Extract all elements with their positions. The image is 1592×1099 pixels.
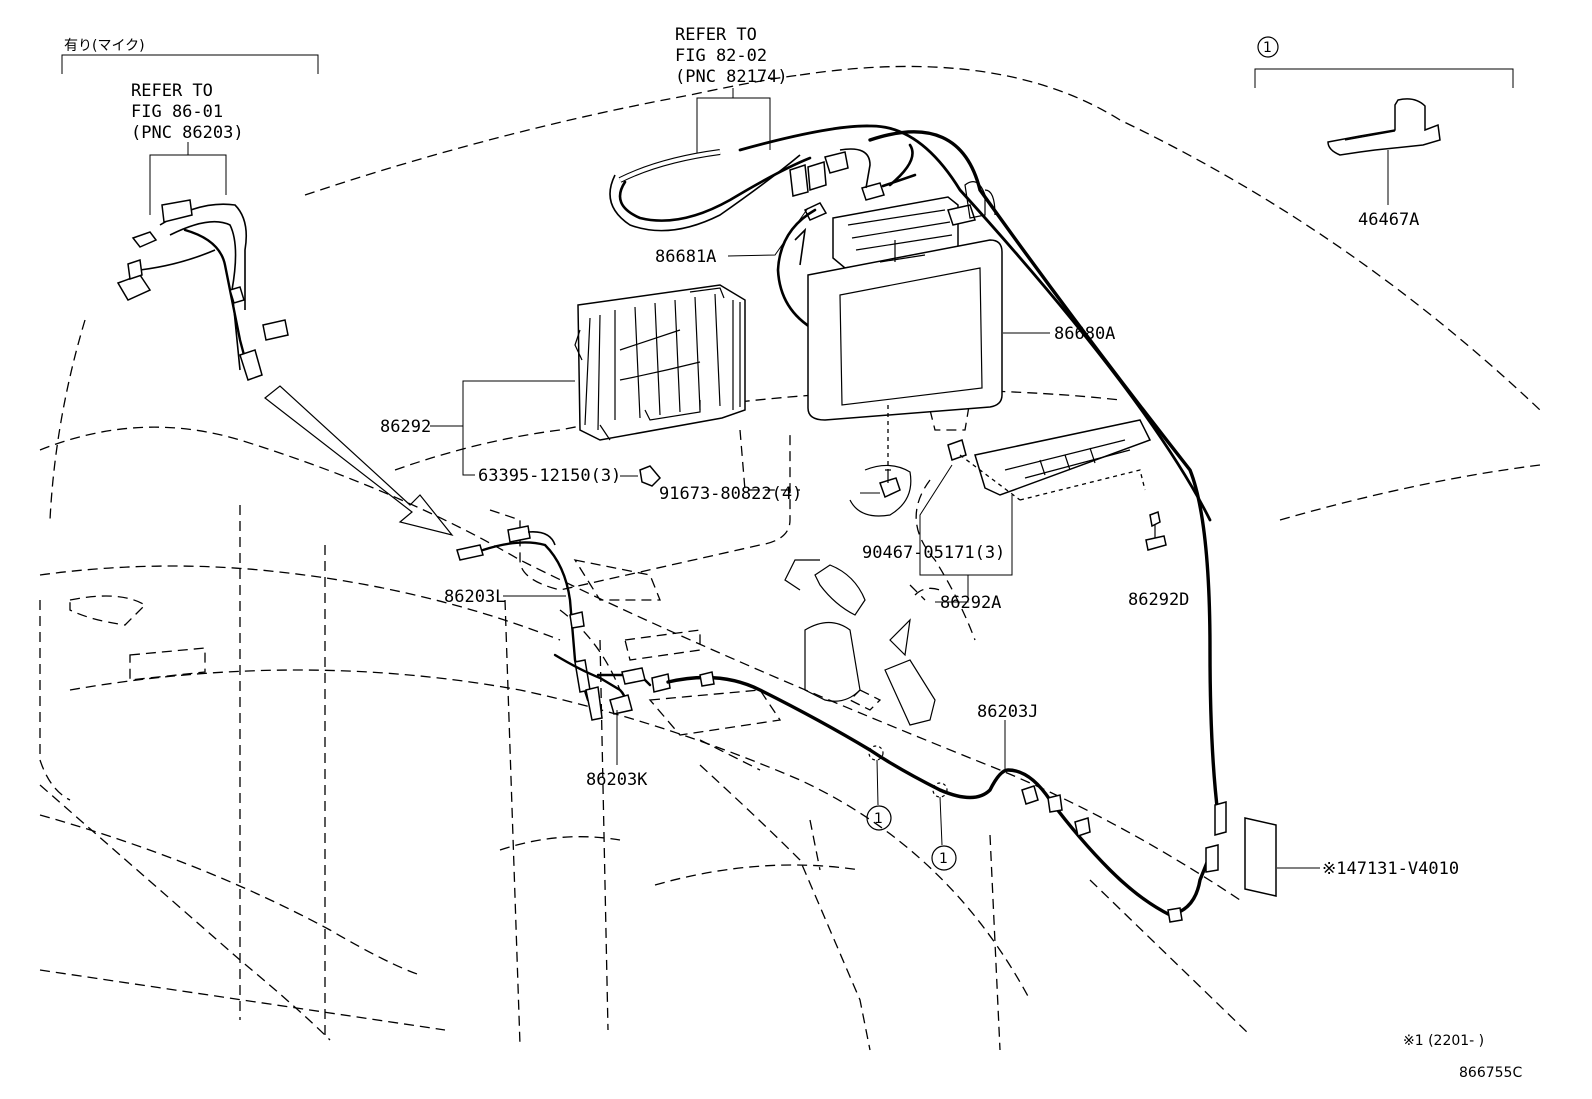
part-86203K-label: 86203K: [586, 770, 648, 790]
part-86292A-label: 86292A: [940, 593, 1001, 613]
callout-1-left: 1: [866, 759, 892, 831]
ref-fig-82-02-line2: FIG 82-02: [675, 46, 767, 66]
ref-fig-86-01-line2: FIG 86-01: [131, 102, 223, 122]
label-sticker: [1244, 817, 1277, 897]
callout-1-right: 1: [931, 796, 957, 871]
clip-63395: [639, 465, 662, 487]
note-1-marker: 1: [1263, 40, 1272, 56]
main-cable-top: [738, 124, 1212, 522]
mic-group: 有り(マイク) REFER TO FIG 86-01 (PNC 86203): [61, 38, 319, 381]
note-1-group: 1: [1254, 36, 1514, 205]
cable-86203L: [456, 525, 591, 702]
footnote-text: ※1 (2201- ): [1403, 1033, 1484, 1049]
part-91673-label: 91673-80822(4): [659, 484, 802, 504]
part-86292-label: 86292: [380, 417, 431, 437]
ref-fig-82-02-line3: (PNC 82174): [675, 67, 788, 87]
callout-1-right-text: 1: [939, 851, 948, 867]
bracket-86292: [574, 284, 746, 441]
vehicle-outline: [39, 65, 1541, 1051]
garnish-86292A: [947, 419, 1152, 501]
ref-82-02-group: REFER TO FIG 82-02 (PNC 82174): [609, 25, 885, 266]
bolt-91673: [849, 405, 912, 517]
cable-86203K: [553, 653, 652, 721]
part-90467-label: 90467-05171(3): [862, 543, 1005, 563]
ref-fig-86-01-line3: (PNC 86203): [131, 123, 244, 143]
part-46467A-label: 46467A: [1358, 210, 1419, 230]
head-unit-86680A: [807, 181, 1003, 421]
figure-code: 866755C: [1459, 1065, 1522, 1081]
part-86292D-label: 86292D: [1128, 590, 1189, 610]
callout-1-left-text: 1: [874, 811, 883, 827]
cable-86203J: [651, 671, 1227, 923]
part-86203J-label: 86203J: [977, 702, 1038, 722]
ref-fig-86-01-line1: REFER TO: [131, 81, 213, 101]
screw-86292D: [1145, 510, 1167, 551]
part-86681A-label: 86681A: [655, 247, 716, 267]
part-147131-label: ※147131-V4010: [1322, 859, 1459, 879]
main-cable: [868, 130, 1220, 817]
ref-fig-82-02-line1: REFER TO: [675, 25, 757, 45]
mic-header-label: 有り(マイク): [64, 38, 145, 54]
direction-arrow: [264, 385, 454, 537]
part-86203L-label: 86203L: [444, 587, 505, 607]
part-63395-label: 63395-12150(3): [478, 466, 621, 486]
part-86680A-label: 86680A: [1054, 324, 1115, 344]
